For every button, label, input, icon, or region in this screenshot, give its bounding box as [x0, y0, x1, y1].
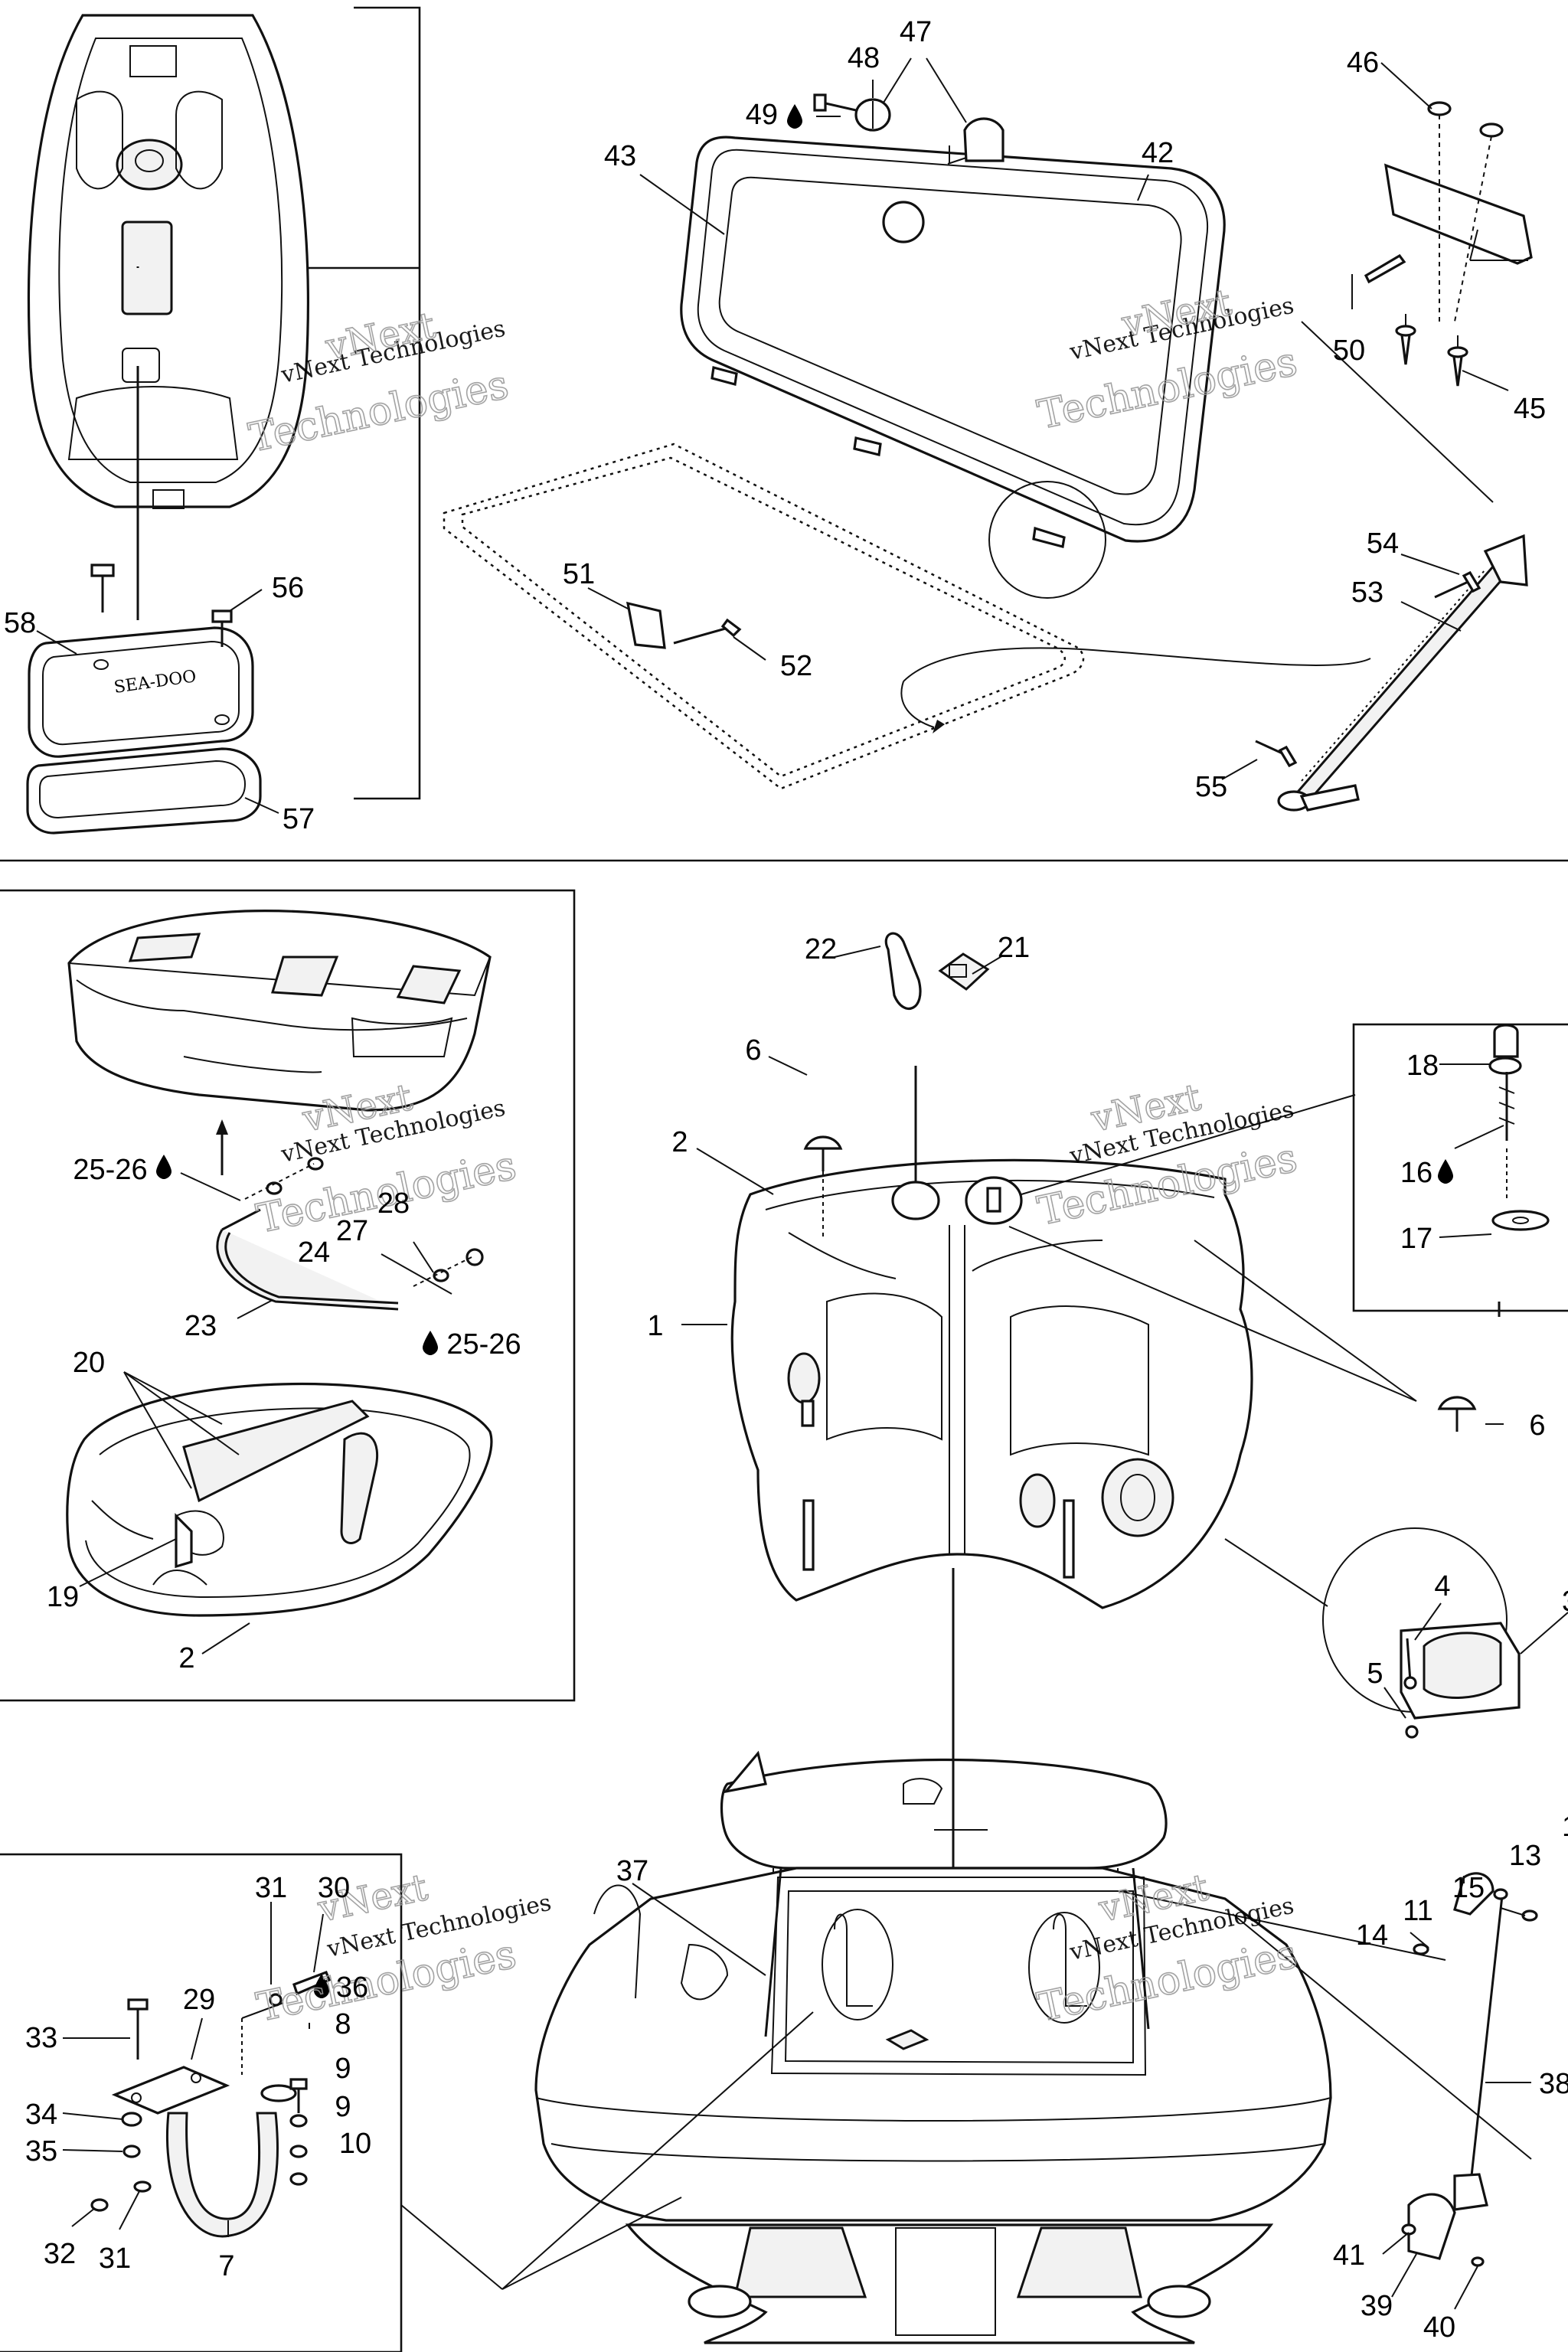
callout-6b: 6 [1529, 1410, 1545, 1442]
drop-icon [787, 104, 802, 129]
callout-55: 55 [1195, 771, 1227, 803]
callout-35: 35 [25, 2135, 57, 2167]
watermarks: vNext Technologies Technologies vNext vN… [244, 280, 1302, 2031]
callout-23: 23 [185, 1310, 217, 1342]
drop-icon [1438, 1159, 1453, 1184]
callout-34: 34 [25, 2099, 57, 2131]
callout-48: 48 [848, 42, 880, 74]
callout-49: 49 [746, 99, 778, 131]
callout-52: 52 [780, 650, 812, 682]
drop-icon [314, 1974, 329, 1998]
callout-7: 7 [218, 2250, 234, 2282]
callout-2a: 2 [671, 1126, 688, 1158]
deck-top-view [27, 14, 309, 620]
lubricant-drop-icons [156, 104, 1453, 1998]
callout-36: 36 [336, 1971, 368, 2004]
callout-53: 53 [1351, 577, 1383, 609]
callout-17: 17 [1400, 1223, 1432, 1255]
callout-9a: 9 [335, 2053, 351, 2085]
callout-24: 24 [298, 1236, 330, 1269]
callout-9b: 9 [335, 2091, 351, 2123]
callout-11: 11 [1403, 1895, 1432, 1927]
small-hatch-cover: SEA-DOO [26, 564, 262, 835]
callout-31a: 31 [255, 1872, 287, 1904]
callout-32: 32 [44, 2238, 76, 2270]
glove-box-tub [730, 932, 1550, 1739]
callout-2526b: 25-26 [446, 1328, 521, 1361]
callout-5: 5 [1367, 1658, 1383, 1690]
callout-56: 56 [272, 572, 304, 604]
callout-45: 45 [1514, 393, 1546, 425]
callout-54: 54 [1367, 528, 1399, 560]
callout-58: 58 [4, 607, 36, 639]
callout-40: 40 [1423, 2311, 1455, 2344]
callout-39: 39 [1361, 2290, 1393, 2322]
main-hatch-cover [680, 136, 1226, 599]
callout-42: 42 [1142, 137, 1174, 169]
callout-20: 20 [73, 1347, 105, 1379]
callout-14: 14 [1356, 1919, 1388, 1952]
callout-37: 37 [616, 1855, 648, 1887]
callout-46: 46 [1347, 47, 1379, 79]
callout-22: 22 [805, 933, 837, 965]
callout-6a: 6 [745, 1034, 761, 1067]
leader-lines [36, 57, 1568, 2310]
storage-bin-assembly [66, 910, 493, 1617]
callout-38: 38 [1539, 2068, 1568, 2100]
callout-27: 27 [336, 1215, 368, 1247]
callout-15: 15 [1452, 1872, 1485, 1904]
callout-28: 28 [377, 1187, 410, 1220]
callout-33: 33 [25, 2022, 57, 2054]
callout-47: 47 [900, 16, 932, 48]
callout-3: 3 [1562, 1586, 1568, 1618]
drop-icon [423, 1331, 438, 1355]
callout-12: 12 [1562, 1811, 1568, 1843]
callout-4: 4 [1434, 1570, 1450, 1602]
drop-icon [156, 1155, 172, 1179]
callout-18: 18 [1406, 1050, 1439, 1082]
callout-1: 1 [647, 1310, 663, 1342]
callout-2526a: 25-26 [73, 1154, 147, 1186]
callout-31b: 31 [99, 2243, 131, 2275]
callout-50: 50 [1333, 335, 1365, 367]
hatch-gasket-outline [443, 443, 1371, 790]
callout-13: 13 [1509, 1840, 1541, 1872]
callout-29: 29 [183, 1984, 215, 2016]
callout-10: 10 [339, 2128, 371, 2160]
callout-41: 41 [1333, 2239, 1365, 2272]
callout-labels: 47 48 49 43 42 46 50 45 54 53 55 51 52 5… [4, 16, 1568, 2344]
callout-57: 57 [283, 803, 315, 835]
callout-2b: 2 [178, 1642, 194, 1674]
callout-19: 19 [47, 1581, 79, 1613]
callout-8: 8 [335, 2008, 351, 2040]
hatch-latch-parts [626, 93, 1533, 812]
callout-51: 51 [563, 558, 595, 590]
callout-21: 21 [998, 932, 1030, 964]
hull-rear-view [90, 1568, 1538, 2344]
callout-16: 16 [1400, 1157, 1432, 1189]
callout-30: 30 [318, 1872, 350, 1904]
callout-43: 43 [604, 140, 636, 172]
